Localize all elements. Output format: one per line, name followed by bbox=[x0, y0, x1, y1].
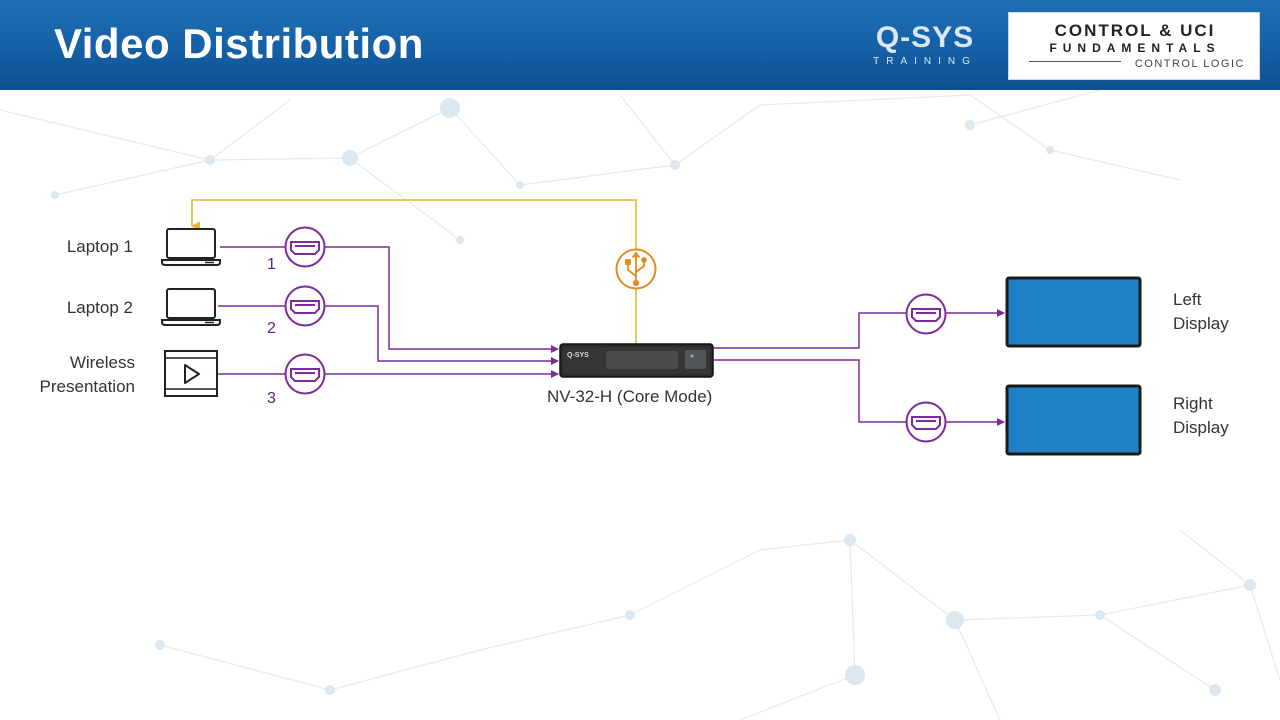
hdmi-icon bbox=[284, 353, 326, 395]
course-divider bbox=[1029, 61, 1121, 62]
laptop-icon bbox=[161, 288, 221, 326]
display-label-left-2: Display bbox=[1173, 314, 1229, 333]
nv32h-core-device: Q-SYS bbox=[559, 343, 714, 378]
background-network bbox=[0, 90, 1280, 720]
source-label-wireless-2: Presentation bbox=[39, 377, 135, 396]
video-out-right bbox=[714, 359, 1005, 426]
course-title: CONTROL & UCI bbox=[1054, 21, 1216, 40]
qsys-logo: Q-SYS TRAINING bbox=[850, 21, 1000, 68]
source-label-laptop-2: Laptop 2 bbox=[66, 298, 133, 317]
display-label-right-2: Display bbox=[1173, 418, 1229, 437]
course-badge: CONTROL & UCI FUNDAMENTALS CONTROL LOGIC bbox=[1008, 12, 1260, 80]
source-label-laptop-1: Laptop 1 bbox=[66, 237, 133, 256]
source-label-wireless-1: Wireless bbox=[69, 353, 135, 372]
input-number-2: 2 bbox=[267, 320, 276, 337]
hdmi-icon bbox=[284, 226, 326, 268]
page-title: Video Distribution bbox=[54, 20, 424, 67]
right-display bbox=[1005, 384, 1142, 456]
laptop-icon bbox=[161, 228, 221, 266]
header-bar: Video Distribution Q-SYS TRAINING CONTRO… bbox=[0, 0, 1280, 90]
brand-name: Q-SYS bbox=[875, 21, 975, 54]
input-number-1: 1 bbox=[267, 256, 276, 273]
core-logo: Q-SYS bbox=[567, 352, 589, 359]
input-number-3: 3 bbox=[267, 390, 276, 407]
core-device-label: NV-32-H (Core Mode) bbox=[547, 387, 713, 406]
course-module: CONTROL LOGIC bbox=[1134, 58, 1245, 70]
hdmi-icon bbox=[284, 285, 326, 327]
left-display bbox=[1005, 276, 1142, 348]
hdmi-icon bbox=[905, 293, 947, 335]
usb-control-line bbox=[191, 199, 637, 345]
course-subtitle: FUNDAMENTALS bbox=[1049, 41, 1221, 55]
display-label-right-1: Right bbox=[1173, 394, 1213, 413]
video-out-left bbox=[714, 309, 1005, 349]
play-icon bbox=[164, 350, 218, 397]
brand-sub: TRAINING bbox=[873, 56, 977, 67]
hdmi-icon bbox=[905, 401, 947, 443]
usb-icon bbox=[615, 248, 657, 290]
display-label-left-1: Left bbox=[1173, 290, 1202, 309]
